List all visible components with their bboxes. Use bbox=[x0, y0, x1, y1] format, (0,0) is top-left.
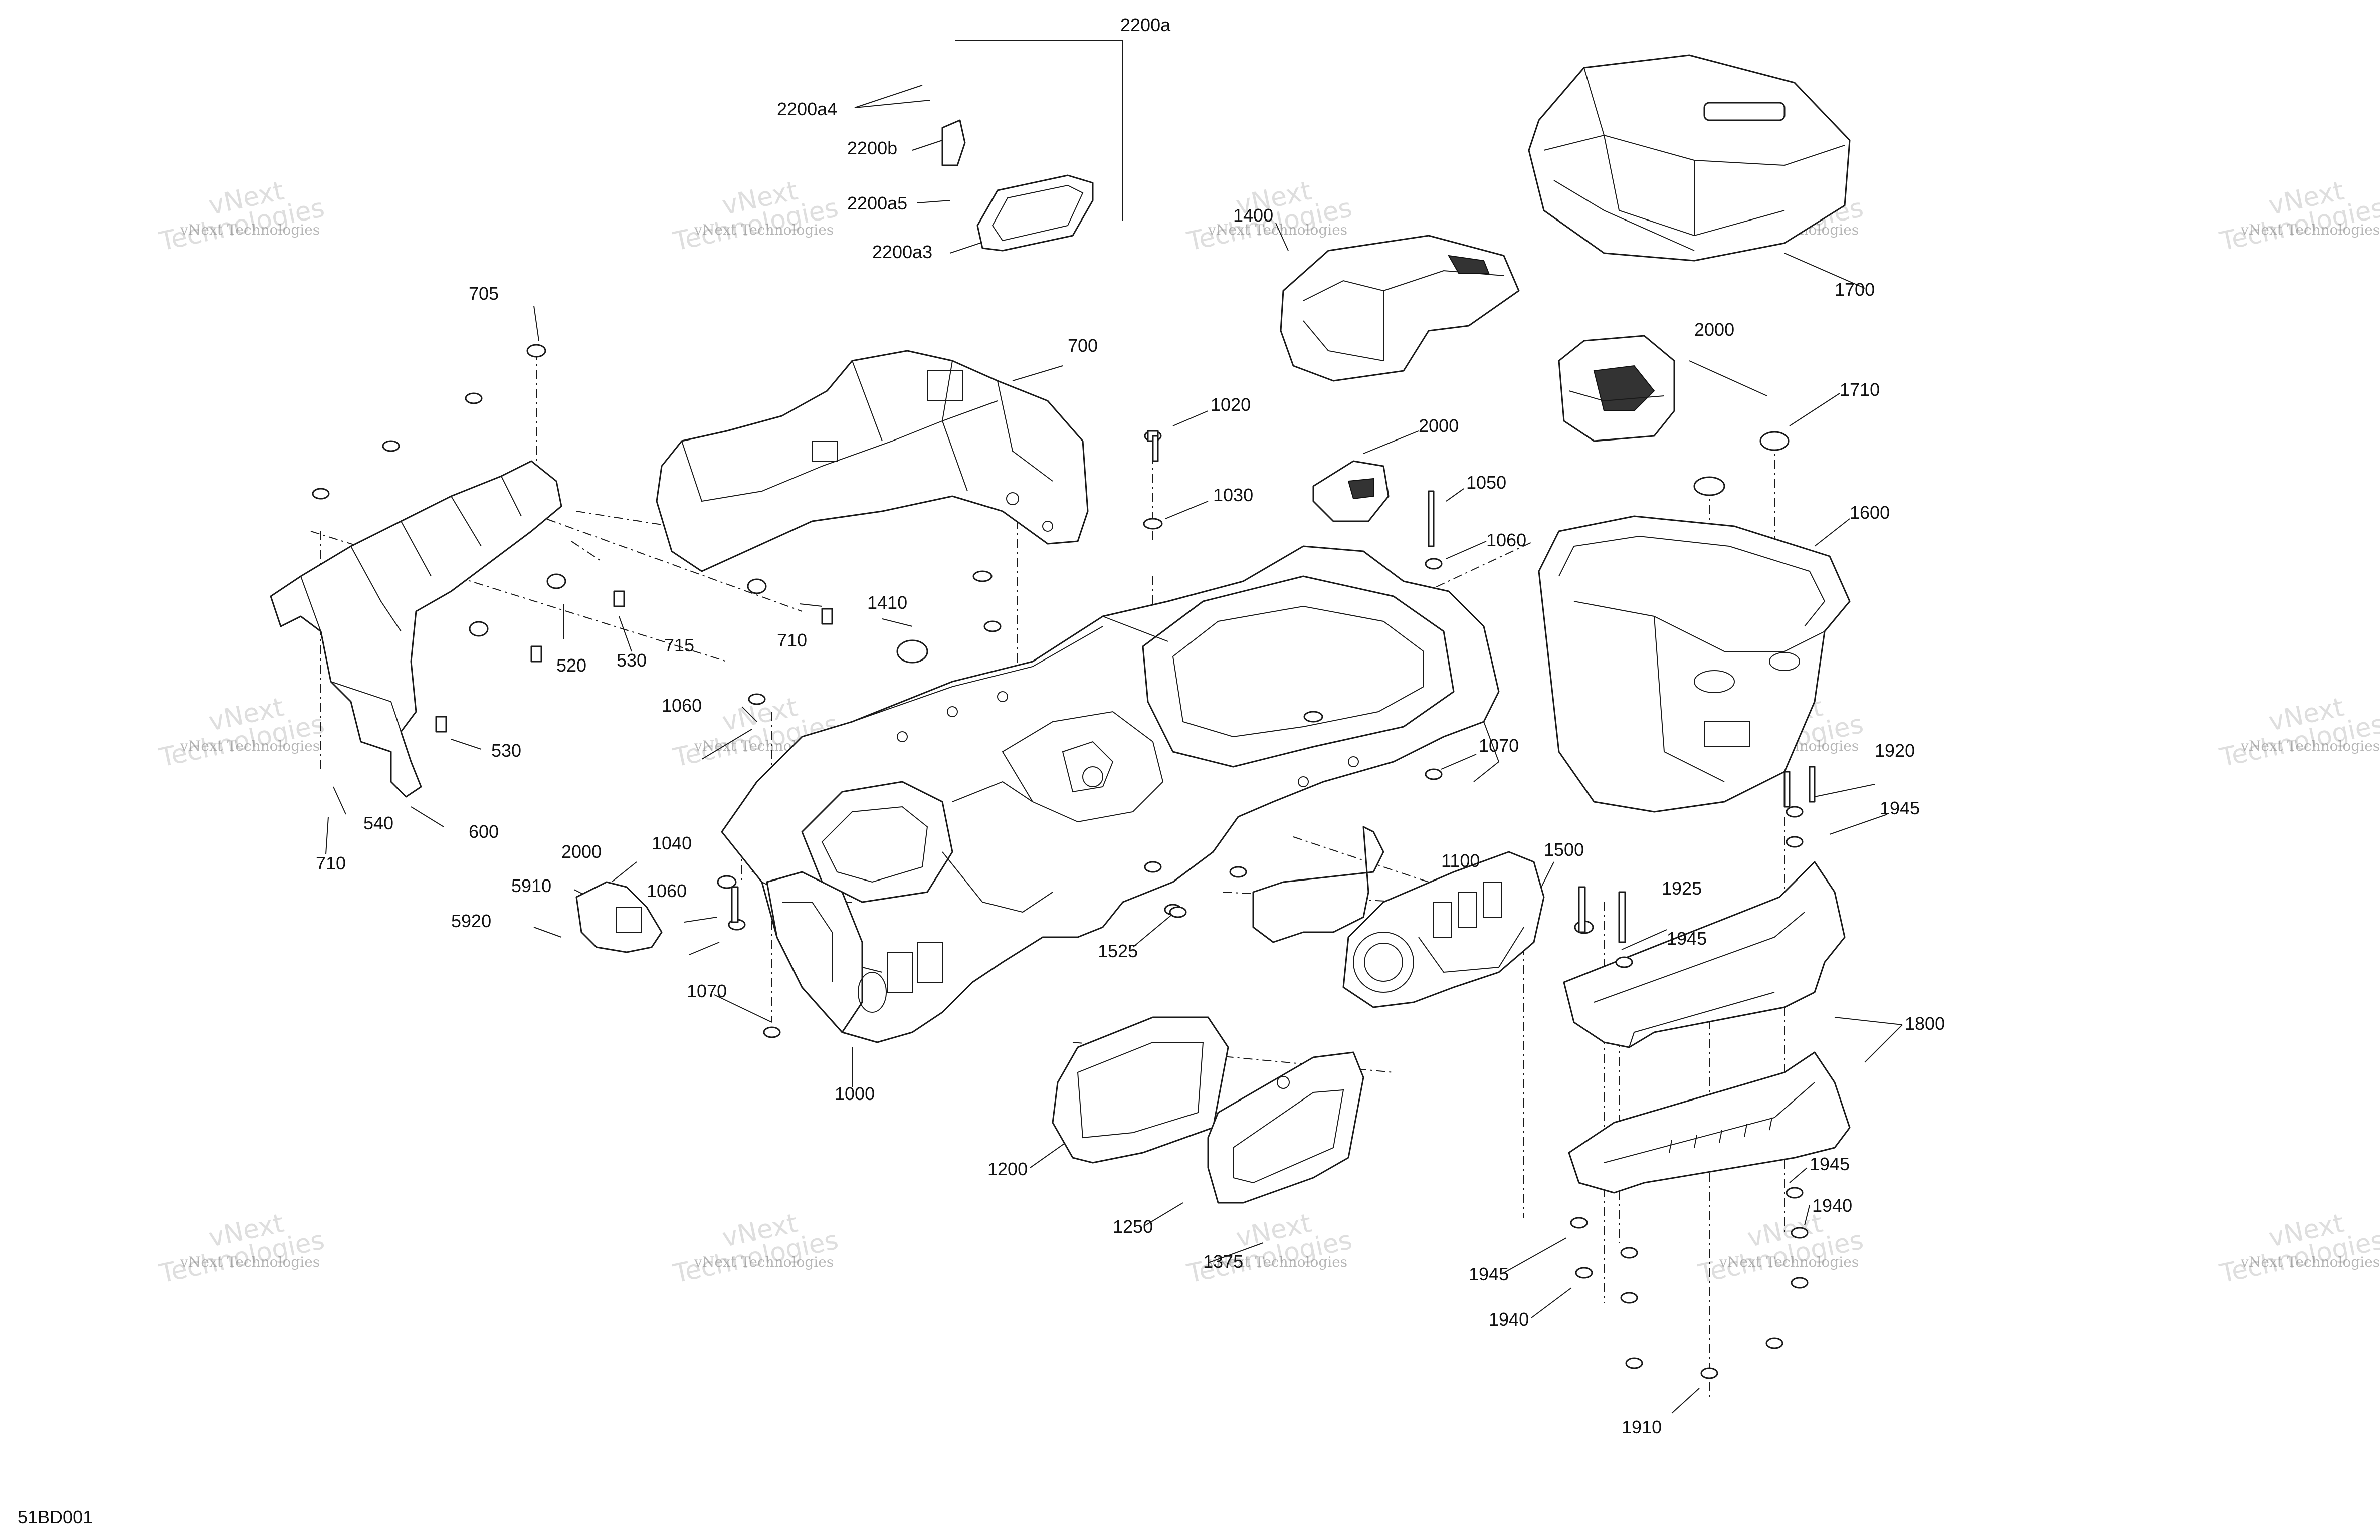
callout-1500: 1500 bbox=[1544, 839, 1584, 860]
callout-1375: 1375 bbox=[1203, 1251, 1243, 1272]
callout-520: 520 bbox=[556, 655, 586, 676]
hardware-fasteners bbox=[312, 344, 1816, 1379]
rack-part-1800 bbox=[1563, 861, 1851, 1194]
door-part-1250 bbox=[1207, 1051, 1364, 1204]
callout-1400: 1400 bbox=[1233, 205, 1273, 226]
callout-1940-low: 1940 bbox=[1812, 1195, 1852, 1216]
callout-1250: 1250 bbox=[1113, 1216, 1153, 1237]
callout-1800: 1800 bbox=[1905, 1013, 1945, 1034]
bracket-part-1100 bbox=[1252, 826, 1384, 943]
callout-5920: 5920 bbox=[451, 911, 491, 931]
watermark-small-text: vNext Technologies bbox=[1208, 1254, 1347, 1270]
callout-1920: 1920 bbox=[1875, 740, 1915, 761]
latch-part-2000-center bbox=[1312, 460, 1390, 522]
callout-2000-center: 2000 bbox=[1419, 415, 1459, 436]
bracket-part-600 bbox=[270, 460, 562, 798]
callout-1060-top: 1060 bbox=[1486, 530, 1526, 550]
callout-2000-left: 2000 bbox=[561, 841, 602, 862]
callout-2200a4: 2200a4 bbox=[777, 99, 837, 119]
watermark-small-text: vNext Technologies bbox=[180, 222, 320, 238]
callout-2200a3: 2200a3 bbox=[872, 242, 932, 262]
watermark-small-text: vNext Technologies bbox=[1719, 1254, 1859, 1270]
callout-2000-right: 2000 bbox=[1694, 319, 1734, 340]
callout-530-mid: 530 bbox=[491, 740, 521, 761]
watermark-small-text: vNext Technologies bbox=[2240, 738, 2380, 754]
callout-1945-mid: 1945 bbox=[1667, 928, 1707, 949]
callout-1600: 1600 bbox=[1850, 502, 1890, 523]
watermark-small-text: vNext Technologies bbox=[180, 738, 320, 754]
callout-1410: 1410 bbox=[867, 592, 907, 613]
cover-part-1400 bbox=[1280, 235, 1520, 382]
leader-lines bbox=[325, 40, 1903, 1414]
callout-700: 700 bbox=[1068, 335, 1098, 356]
watermark-small-text: vNext Technologies bbox=[694, 222, 834, 238]
callout-1525: 1525 bbox=[1098, 941, 1138, 961]
callout-530-top: 530 bbox=[617, 650, 647, 671]
callout-1945-bottom: 1945 bbox=[1469, 1264, 1509, 1284]
callout-1700: 1700 bbox=[1835, 279, 1875, 300]
callout-710-bottom: 710 bbox=[316, 853, 346, 873]
callout-1070-bottom: 1070 bbox=[687, 981, 727, 1001]
watermark-small-text: vNext Technologies bbox=[180, 1254, 320, 1270]
callout-1070-top: 1070 bbox=[1479, 735, 1519, 756]
callout-1910: 1910 bbox=[1622, 1417, 1662, 1437]
callout-1030: 1030 bbox=[1213, 485, 1253, 505]
storage-bin-part-1600 bbox=[1538, 515, 1851, 813]
watermark-small-text: vNext Technologies bbox=[694, 1254, 834, 1270]
callout-2200a5: 2200a5 bbox=[847, 193, 907, 213]
mirror-part-2200a bbox=[941, 119, 1094, 252]
callout-1100: 1100 bbox=[1441, 850, 1480, 871]
callout-5910: 5910 bbox=[511, 875, 551, 896]
trim-part-700 bbox=[656, 350, 1089, 572]
callout-1000: 1000 bbox=[835, 1083, 875, 1104]
latch-part-2000-left bbox=[575, 881, 663, 953]
callout-1945-low: 1945 bbox=[1810, 1154, 1850, 1174]
callout-1040: 1040 bbox=[652, 833, 692, 853]
glove-box-part-1200 bbox=[1052, 1016, 1229, 1164]
callout-600: 600 bbox=[469, 821, 499, 842]
callout-1050: 1050 bbox=[1466, 472, 1506, 493]
diagram-code: 51BD001 bbox=[18, 1507, 93, 1527]
callout-710-top: 710 bbox=[777, 630, 807, 650]
main-frame-part-1000 bbox=[721, 545, 1500, 1043]
callout-1710: 1710 bbox=[1840, 379, 1880, 400]
callout-1200: 1200 bbox=[987, 1159, 1028, 1179]
callout-2200a: 2200a bbox=[1120, 15, 1171, 35]
seat-part-1700 bbox=[1528, 54, 1851, 262]
callout-715: 715 bbox=[664, 635, 694, 655]
watermark-small-text: vNext Technologies bbox=[2240, 222, 2380, 238]
watermark-small-text: vNext Technologies bbox=[2240, 1254, 2380, 1270]
callout-1060-left: 1060 bbox=[647, 881, 687, 901]
latch-part-2000-right bbox=[1558, 335, 1675, 442]
callout-540: 540 bbox=[363, 813, 393, 833]
callout-1940-bottom: 1940 bbox=[1489, 1309, 1529, 1330]
callout-1020: 1020 bbox=[1211, 394, 1251, 415]
callout-1060-mid: 1060 bbox=[662, 695, 702, 716]
callout-1945-top: 1945 bbox=[1880, 798, 1920, 818]
callout-2200b: 2200b bbox=[847, 138, 897, 158]
console-panel-part-1500 bbox=[1342, 851, 1545, 1008]
callout-1925: 1925 bbox=[1662, 878, 1702, 899]
watermark-small-text: vNext Technologies bbox=[1208, 222, 1347, 238]
callout-labels: 2200a 2200a4 2200b 2200a5 2200a3 1400 17… bbox=[316, 15, 1945, 1437]
callout-705: 705 bbox=[469, 283, 499, 304]
